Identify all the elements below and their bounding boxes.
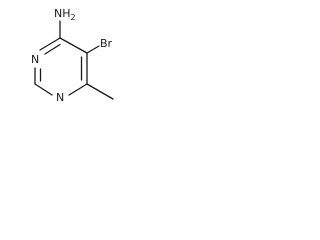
bond-n1-c2 [34, 83, 53, 96]
bond-n3-c4-inner [44, 43, 61, 55]
amine-label: NH2 [54, 7, 76, 22]
ring-nitrogen-lower: N [56, 91, 64, 104]
bond-c5-br [86, 45, 100, 54]
ring-nitrogen-upper: N [31, 53, 39, 66]
bond-n3-c4 [39, 37, 61, 51]
molecule-structure: NH2 Br N N [31, 7, 114, 104]
bond-c6-n1 [68, 83, 88, 96]
bromo-label: Br [100, 37, 113, 50]
bond-c6-methyl [86, 83, 114, 100]
bond-c4-c5 [59, 37, 88, 54]
amine-label-subscript: 2 [71, 13, 76, 22]
amine-label-main: NH [54, 7, 71, 20]
